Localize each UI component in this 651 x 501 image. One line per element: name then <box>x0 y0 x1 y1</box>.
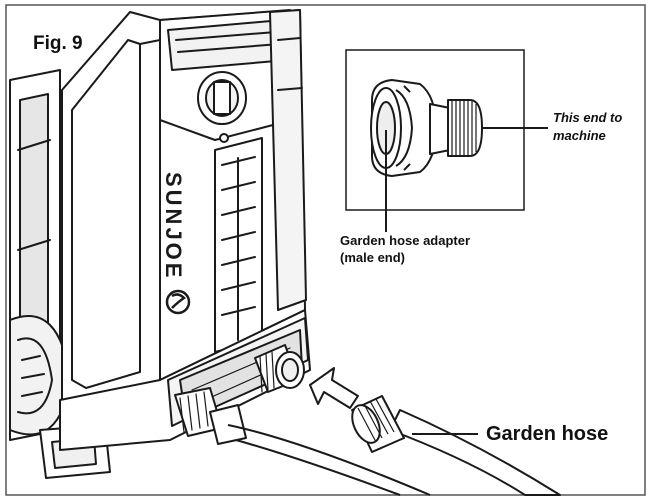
brand-logo-mark <box>167 291 189 313</box>
figure-label: Fig. 9 <box>33 33 83 55</box>
brand-logo-text: SUNJOE <box>161 172 186 280</box>
machine-end-callout: This end to machine <box>553 109 622 145</box>
garden-hose-callout: Garden hose <box>486 423 608 446</box>
adapter-callout: Garden hose adapter (male end) <box>340 232 470 266</box>
